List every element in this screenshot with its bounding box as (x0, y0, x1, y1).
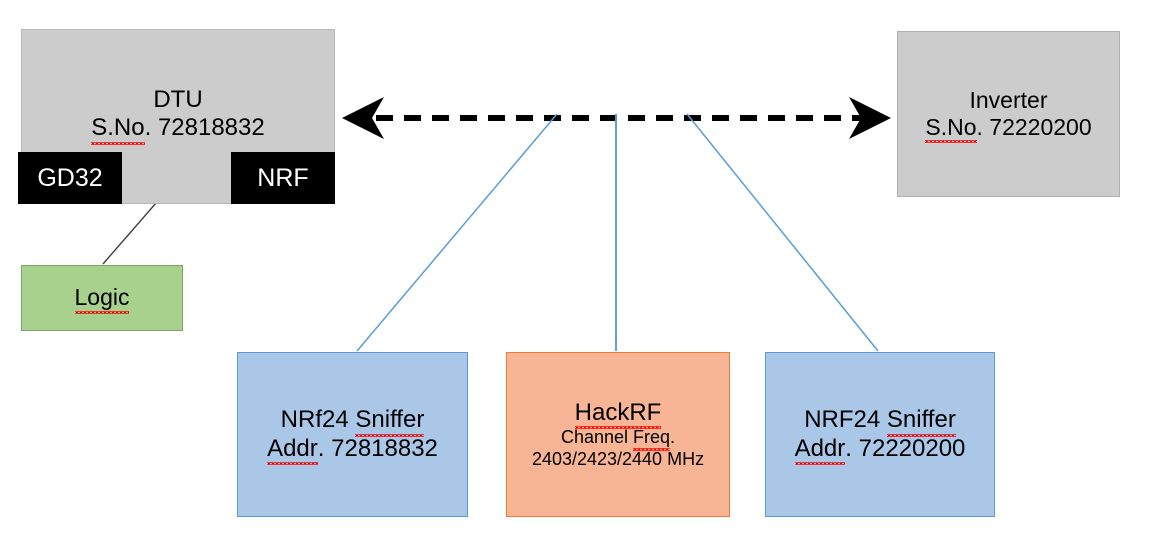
sniffer-right-addr: Addr. 72220200 (794, 434, 966, 466)
inverter-serial-number: . 72220200 (976, 114, 1092, 140)
sniffer-right-addr-prefix: Addr (794, 434, 846, 466)
nrf-label: NRF (257, 163, 309, 192)
sniffer-left-addr-prefix: Addr (267, 434, 318, 466)
sniffer-left-addr: Addr. 72818832 (267, 434, 438, 466)
hackrf-channel-a: Channel (560, 427, 634, 448)
tap-sniffer-right (686, 113, 879, 352)
hackrf-title-text: HackRF (574, 398, 662, 430)
logic-analyzer-node[interactable]: Logic (21, 265, 183, 331)
logic-label: Logic (74, 284, 130, 314)
hackrf-title: HackRF (574, 398, 662, 430)
sniffer-left-addr-value: . 72818832 (317, 434, 438, 462)
hackrf-node[interactable]: HackRF Channel Freq. 2403/2423/2440 MHz (506, 352, 730, 517)
sniffer-right-title-b: Sniffer (886, 405, 956, 437)
inverter-serial-prefix: S.No (925, 114, 977, 144)
dtu-serial-number: . 72818832 (144, 114, 265, 142)
inverter-node[interactable]: Inverter S.No. 72220200 (897, 31, 1120, 197)
sniffer-left-title-b: Sniffer (355, 405, 425, 437)
gd32-chip[interactable]: GD32 (18, 152, 122, 204)
inverter-title: Inverter (969, 86, 1048, 113)
sniffer-right-addr-value: . 72220200 (845, 434, 966, 462)
dtu-serial: S.No. 72818832 (91, 114, 265, 145)
hackrf-channel-label: Channel Freq. (560, 427, 676, 451)
dtu-title: DTU (153, 86, 203, 113)
tap-sniffer-left (356, 113, 558, 352)
hackrf-channel-c: . (670, 427, 676, 448)
dtu-serial-prefix: S.No (91, 114, 145, 145)
sniffer-right-title: NRF24 Sniffer (804, 405, 956, 437)
gd32-label: GD32 (37, 163, 103, 192)
sniffer-left-title-a: NRf24 (280, 405, 356, 433)
hackrf-channel-b: Freq (633, 427, 671, 451)
sniffer-right-title-a: NRF24 (804, 405, 887, 433)
nrf-chip[interactable]: NRF (231, 152, 335, 204)
nrf24-sniffer-left-node[interactable]: NRf24 Sniffer Addr. 72818832 (237, 352, 468, 517)
nrf24-sniffer-right-node[interactable]: NRF24 Sniffer Addr. 72220200 (765, 352, 995, 517)
sniffer-left-title: NRf24 Sniffer (280, 405, 425, 437)
hackrf-frequencies: 2403/2423/2440 MHz (531, 448, 705, 469)
inverter-serial: S.No. 72220200 (925, 114, 1092, 144)
